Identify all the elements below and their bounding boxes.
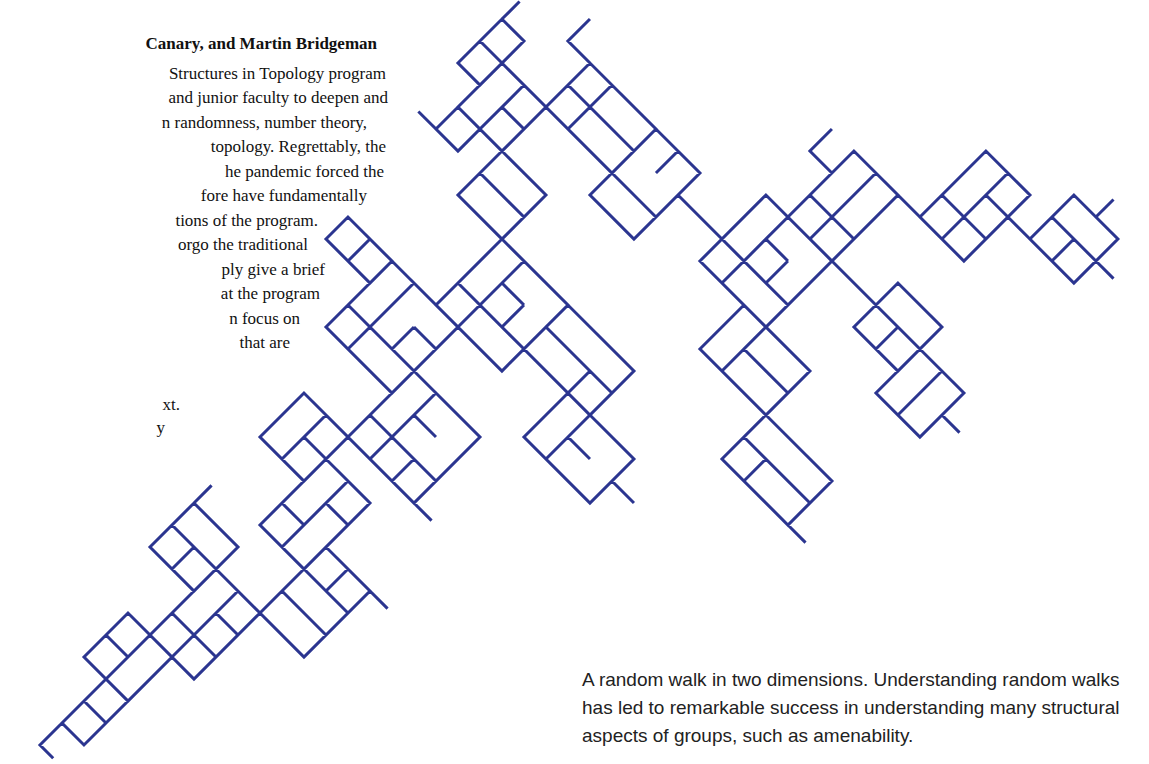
body-text-fragment: fore have fundamentally — [201, 186, 367, 206]
body-text-fragment: Structures in Topology program — [169, 64, 386, 84]
body-text-fragment: n focus on — [229, 309, 300, 329]
body-text-fragment: and junior faculty to deepen and — [168, 88, 388, 108]
body-text-fragment: ply give a brief — [222, 260, 325, 280]
figure-caption: A random walk in two dimensions. Underst… — [582, 666, 1138, 750]
body-text-fragment: that are — [240, 333, 291, 353]
body-text-fragment: orgo the traditional — [178, 235, 308, 255]
body-text-fragment: y — [157, 418, 166, 438]
body-text-fragment: n randomness, number theory, — [162, 113, 367, 133]
body-text-fragment: he pandemic forced the — [225, 162, 384, 182]
body-text-fragment: topology. Regrettably, the — [211, 137, 386, 157]
body-text-fragment: xt. — [163, 395, 180, 415]
body-text-fragment: tions of the program. — [175, 211, 318, 231]
body-text-fragment: at the program — [221, 284, 320, 304]
author-line: Canary, and Martin Bridgeman — [146, 34, 377, 54]
